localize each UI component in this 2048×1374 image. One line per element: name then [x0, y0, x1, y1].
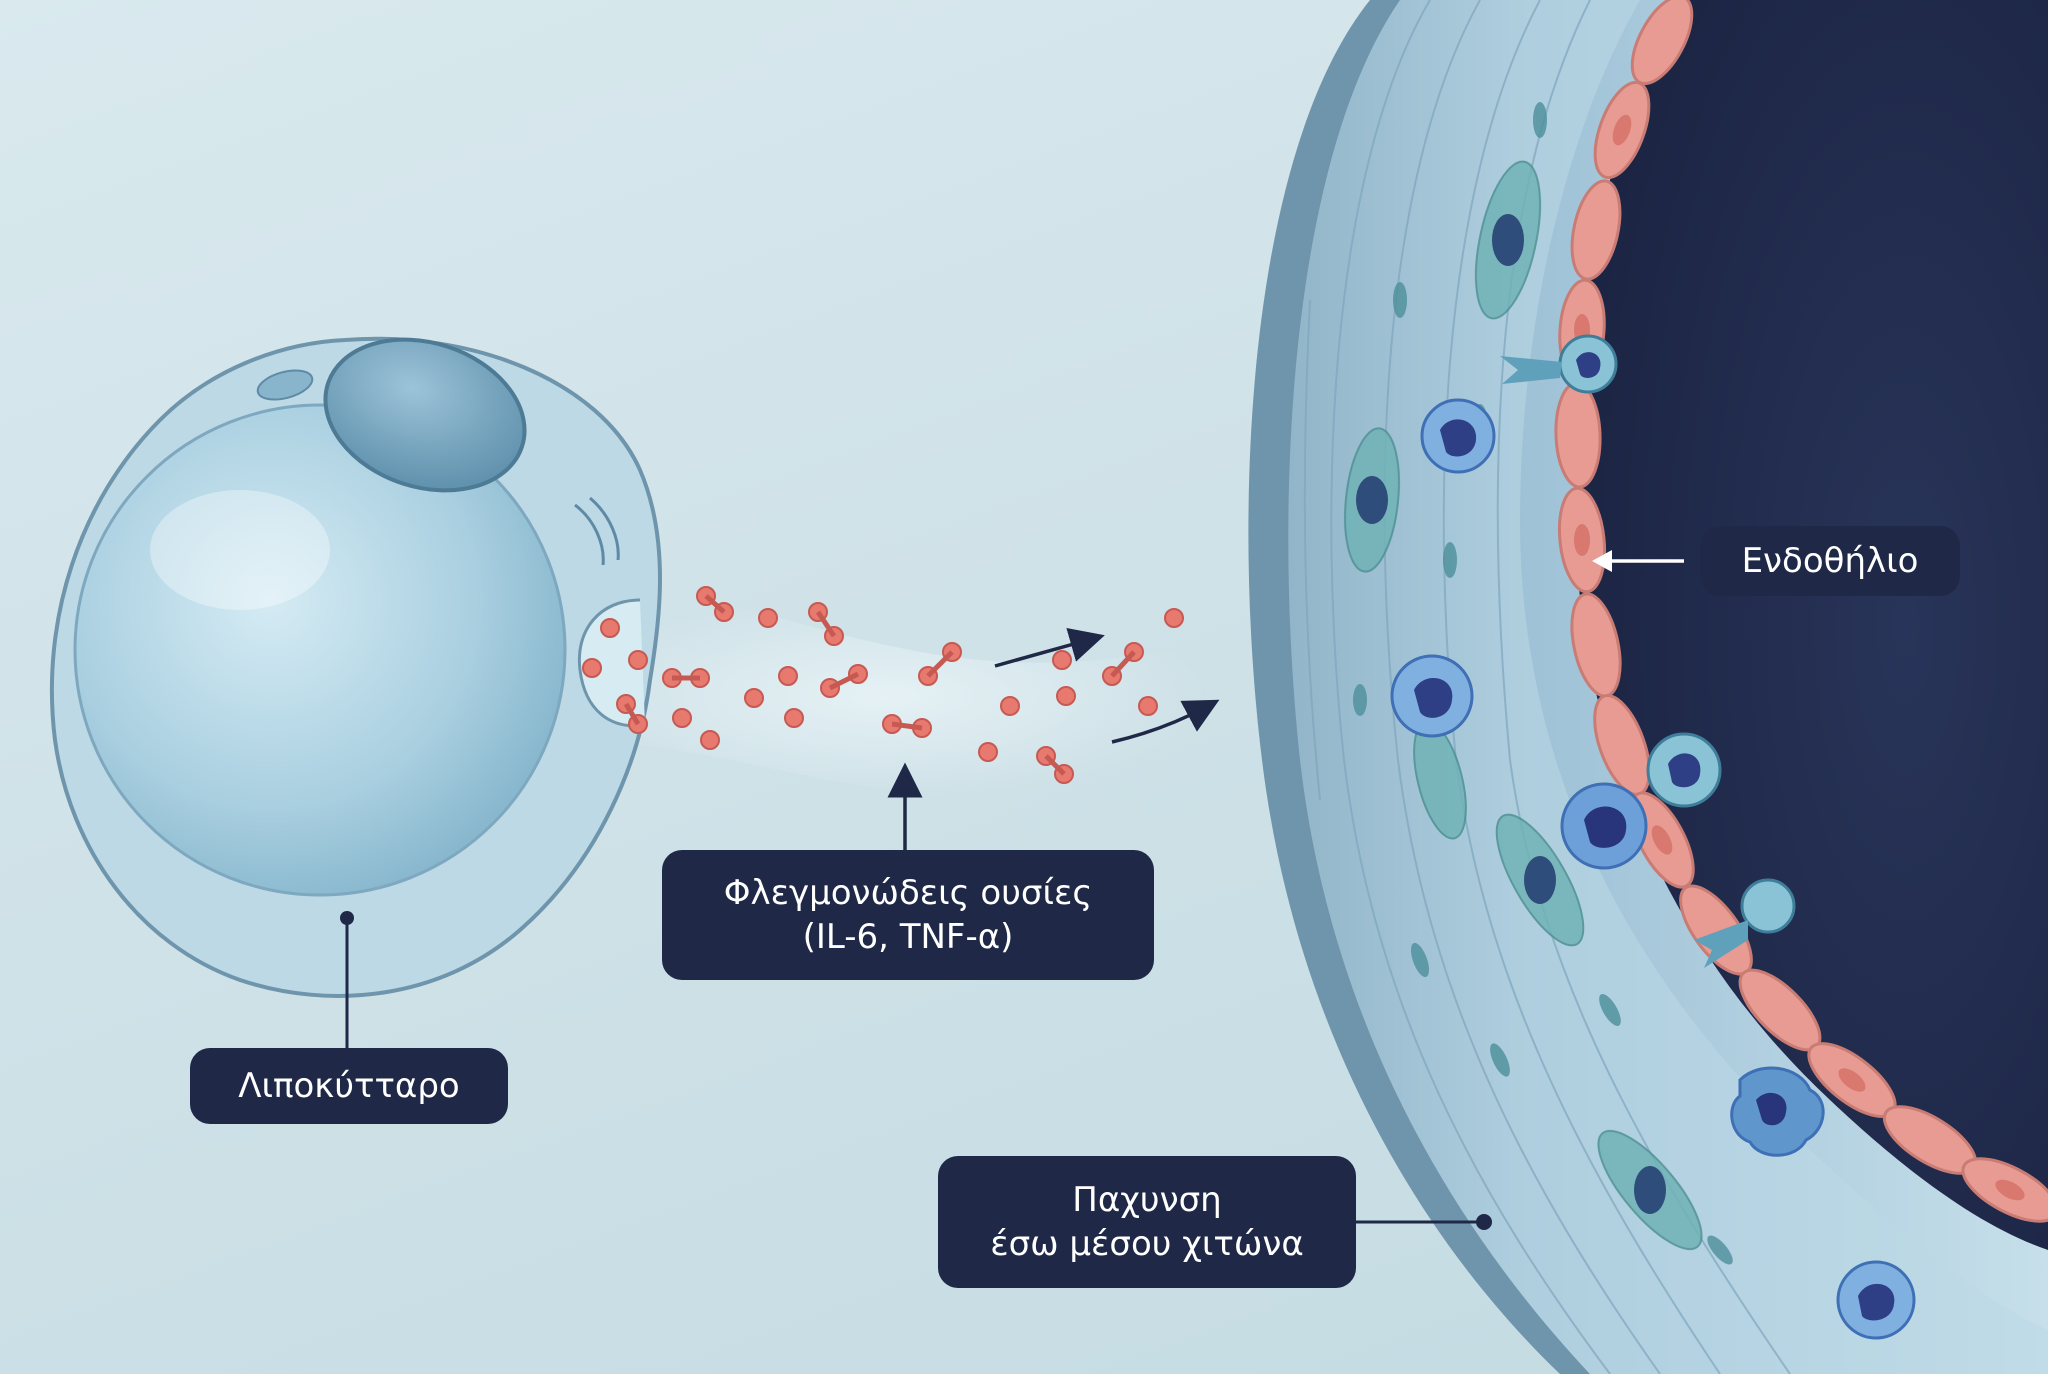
cytokine-dimer — [696, 586, 734, 622]
immune-cells — [1390, 334, 1916, 1340]
transmigrating-cell — [1740, 878, 1796, 934]
cytokine — [1052, 650, 1072, 670]
monocyte-nucleus — [1440, 419, 1477, 457]
label-intima-thickening: Παχυνση έσω μέσου χιτώνα — [938, 1156, 1356, 1288]
secretion-pore — [577, 598, 646, 728]
cytokine-dimer — [808, 602, 844, 646]
cytokine — [744, 688, 764, 708]
flow-arrow — [994, 627, 1105, 668]
label-intima-line1: Παχυνση — [1072, 1180, 1222, 1220]
monocyte-nucleus — [1858, 1283, 1895, 1321]
cytokine — [1056, 686, 1076, 706]
cytokine — [600, 618, 620, 638]
monocyte-nucleus — [1584, 806, 1627, 848]
cytokine-dimer — [820, 664, 868, 698]
cytokine — [1164, 608, 1184, 628]
flow-arrow — [1111, 699, 1220, 744]
cytokine — [628, 650, 648, 670]
cytokine — [778, 666, 798, 686]
golgi — [574, 496, 620, 566]
cytokine — [672, 708, 692, 728]
cytokine-molecules — [582, 586, 1184, 784]
cytokine-dimer — [662, 668, 710, 688]
label-inflammatory-line1: Φλεγμονώδεις ουσίες — [723, 873, 1093, 913]
cytokine — [784, 708, 804, 728]
macrophage-nucleus — [1756, 1092, 1787, 1126]
anchor-dot — [340, 911, 354, 925]
lipid-droplet — [73, 403, 567, 897]
vessel-wall — [1248, 0, 2048, 1374]
cytokine-dimer — [882, 714, 932, 738]
lipid-highlight — [150, 490, 330, 610]
intima-layer — [1288, 0, 2048, 1374]
anchor-dot — [1476, 1214, 1492, 1230]
adipocyte-nucleus — [323, 337, 527, 493]
cytokine — [978, 742, 998, 762]
label-endothelium: Ενδοθήλιο — [1700, 526, 1960, 596]
label-inflammatory-substances: Φλεγμονώδεις ουσίες (IL-6, TNF-α) — [662, 850, 1154, 980]
label-inflammatory-line2: (IL-6, TNF-α) — [802, 917, 1014, 957]
transmigrating-tail — [1500, 356, 1562, 384]
cytokine — [1000, 696, 1020, 716]
cytokine — [582, 658, 602, 678]
label-endothelium-text: Ενδοθήλιο — [1741, 541, 1919, 581]
organelle — [256, 369, 314, 401]
adipocyte — [49, 336, 662, 998]
smooth-muscle-nuclei — [1356, 214, 1666, 1214]
transmigrating-tail — [1694, 920, 1748, 968]
cytokine — [1138, 696, 1158, 716]
transmigrating-nucleus — [1668, 753, 1701, 788]
label-adipocyte: Λιποκύτταρο — [190, 1048, 508, 1124]
label-intima-line2: έσω μέσου χιτώνα — [990, 1224, 1304, 1264]
pointer-arrow — [1592, 550, 1612, 572]
vessel-lumen — [1574, 0, 2048, 1250]
cytokine-dimer — [616, 694, 648, 734]
cytokine-dimer — [918, 642, 962, 686]
monocyte-nucleus — [1414, 677, 1453, 718]
cytokine — [758, 608, 778, 628]
label-adipocyte-text: Λιποκύτταρο — [238, 1066, 460, 1106]
cytokine-dimer — [1036, 746, 1074, 784]
cytokine-dimer — [1102, 642, 1144, 686]
transmigrating-nucleus — [1576, 352, 1601, 378]
cytokine — [700, 730, 720, 750]
